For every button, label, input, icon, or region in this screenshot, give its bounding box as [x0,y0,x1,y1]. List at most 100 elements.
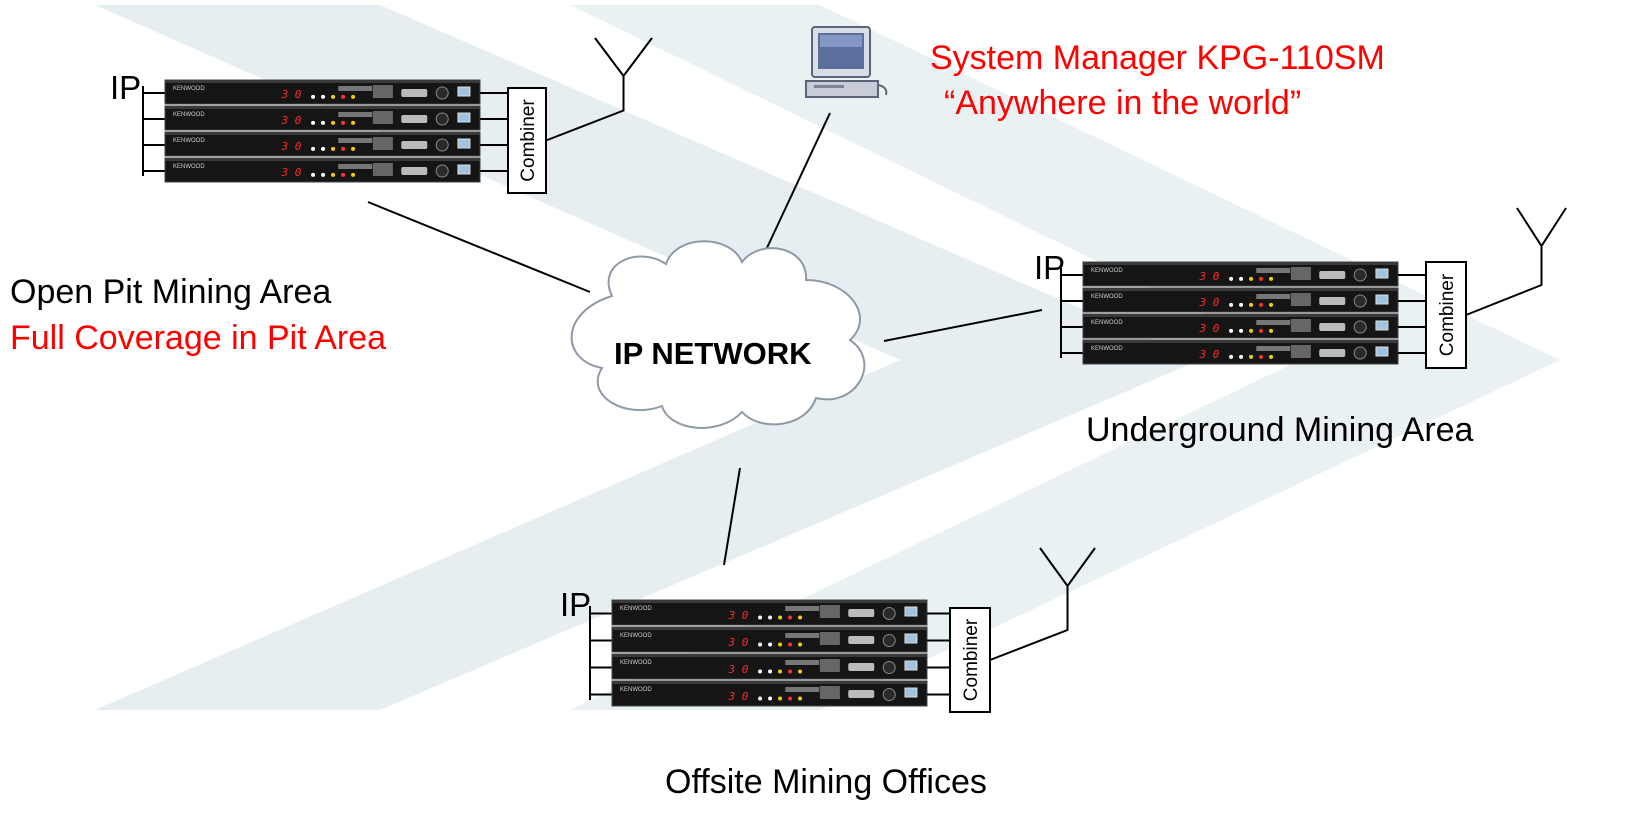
status-led [351,146,356,151]
rj45-port [457,112,471,123]
volume-knob [435,138,449,152]
rj45-port [1375,268,1389,279]
brand-label: KENWOOD [620,687,652,693]
status-led [798,696,803,701]
rj45-port [904,606,918,617]
status-led [1269,354,1274,359]
status-led [311,146,316,151]
status-led [778,615,783,620]
volume-knob [882,661,896,674]
antenna-icon [1465,207,1567,316]
system-manager-tagline: “Anywhere in the world” [944,84,1302,122]
ip-label-offsite: IP [560,586,592,623]
status-led [798,642,803,647]
status-led [311,120,316,125]
link-underground [883,309,1043,342]
status-led [311,172,316,177]
status-led [341,146,346,151]
keypad [819,632,840,645]
channel-display: 3 0 [728,609,749,622]
channel-display: 3 0 [728,663,749,676]
rj45-port [1375,320,1389,331]
status-led [1259,276,1264,281]
rj45-port [904,660,918,671]
link-open-pit [367,201,591,293]
channel-display: 3 0 [1199,322,1220,335]
status-led [758,642,763,647]
indicator-strip [1256,294,1291,299]
channel-display: 3 0 [728,636,749,649]
status-led [1249,354,1254,359]
brand-label: KENWOOD [173,138,205,144]
db-connector [401,115,428,123]
status-led [1259,354,1264,359]
status-led [758,669,763,674]
indicator-strip [338,164,373,169]
rj45-port [1375,294,1389,305]
db-connector [401,89,428,97]
ip-network-label: IP NETWORK [614,336,812,371]
status-led [1249,276,1254,281]
status-led [1239,354,1244,359]
status-led [341,172,346,177]
brand-label: KENWOOD [1091,346,1123,352]
brand-label: KENWOOD [173,86,205,92]
status-led [331,146,336,151]
brand-label: KENWOOD [1091,294,1123,300]
network-links [367,112,1043,566]
ip-label-underground: IP [1034,249,1066,286]
indicator-strip [338,138,373,143]
ip-network-cloud [570,240,866,429]
status-led [798,615,803,620]
rj45-port [904,633,918,644]
combiner-box: Combiner [507,87,547,194]
status-led [788,696,793,701]
combiner-label: Combiner [961,618,982,701]
keypad [1290,293,1311,306]
volume-knob [435,86,449,100]
keypad [1290,319,1311,332]
status-led [331,94,336,99]
channel-display: 3 0 [281,88,302,101]
indicator-strip [785,606,820,611]
channel-display: 3 0 [1199,348,1220,361]
keypad [819,605,840,618]
rj45-port [904,687,918,698]
combiner-box: Combiner [1425,261,1467,369]
repeater-unit: KENWOOD 3 0 [164,79,481,105]
status-led [1239,276,1244,281]
status-led [768,669,773,674]
combiner-label: Combiner [518,99,539,182]
keypad [372,163,393,176]
repeater-unit: KENWOOD 3 0 [611,680,928,707]
keypad [1290,267,1311,280]
indicator-strip [785,633,820,638]
status-led [768,615,773,620]
volume-knob [1353,346,1367,360]
repeater-unit: KENWOOD 3 0 [1082,339,1399,365]
db-connector [401,141,428,149]
status-led [798,669,803,674]
brand-label: KENWOOD [173,164,205,170]
keypad [819,686,840,699]
volume-knob [435,164,449,178]
channel-display: 3 0 [728,690,749,703]
status-led [788,642,793,647]
status-led [1249,328,1254,333]
channel-display: 3 0 [1199,270,1220,283]
status-led [1239,302,1244,307]
rj45-port [1375,346,1389,357]
db-connector [1319,271,1346,279]
link-offsite [723,467,741,566]
status-led [331,120,336,125]
status-led [758,615,763,620]
ip-label-open-pit: IP [110,69,142,106]
status-led [1239,328,1244,333]
